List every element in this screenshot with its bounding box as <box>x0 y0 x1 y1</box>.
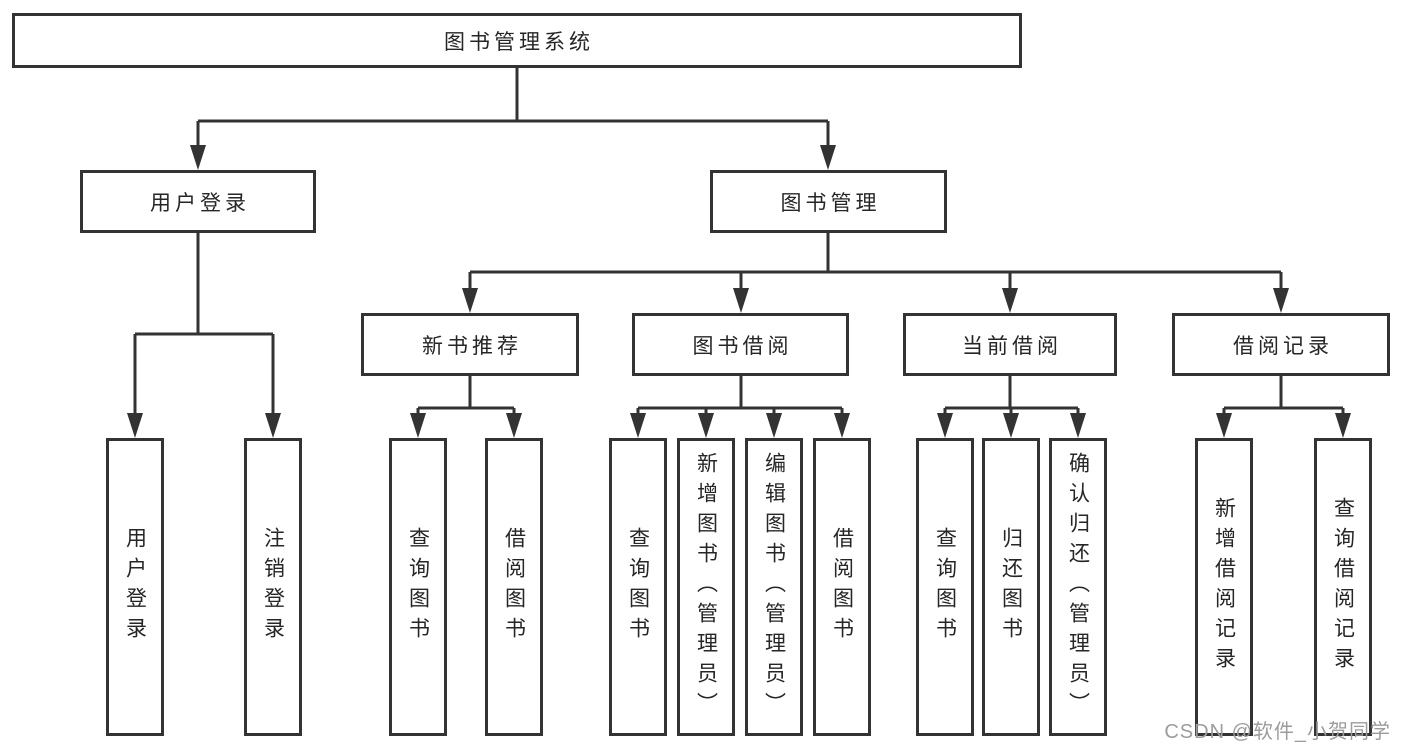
node-current-borrow-label: 当前借阅 <box>962 334 1062 358</box>
leaf-logout: 注销登录 <box>244 438 302 736</box>
leaf-query-books-borrow: 查询图书 <box>609 438 667 736</box>
node-borrow-records: 借阅记录 <box>1172 313 1390 376</box>
connector-book-borrow-branch <box>636 376 844 418</box>
leaf-user-login: 用户登录 <box>106 438 164 736</box>
node-book-borrow-label: 图书借阅 <box>692 334 793 358</box>
csdn-watermark: CSDN @软件_小贺同学 <box>1164 721 1391 743</box>
connector-new-book-recommend-branch <box>416 376 516 418</box>
node-user-login-label: 用户登录 <box>150 191 250 215</box>
leaf-query-books-borrow-label: 查询图书 <box>626 527 650 647</box>
leaf-edit-book-admin-label: 编辑图书（管理员） <box>762 452 786 722</box>
leaf-logout-label: 注销登录 <box>261 527 285 647</box>
node-library-system: 图书管理系统 <box>12 13 1022 68</box>
node-borrow-records-label: 借阅记录 <box>1233 334 1333 358</box>
node-new-book-recommend-label: 新书推荐 <box>422 334 522 358</box>
connector-borrow-records-branch <box>1222 376 1345 418</box>
leaf-query-books-recommend-label: 查询图书 <box>406 527 430 647</box>
leaf-edit-book-admin: 编辑图书（管理员） <box>745 438 803 736</box>
node-book-borrow: 图书借阅 <box>632 313 849 376</box>
leaf-query-books-recommend: 查询图书 <box>389 438 447 736</box>
leaf-query-borrow-record: 查询借阅记录 <box>1314 438 1372 736</box>
node-user-login: 用户登录 <box>80 170 316 233</box>
connector-user-login-branch <box>133 233 275 418</box>
connector-root-to-level2 <box>196 68 830 150</box>
leaf-borrow-books-recommend: 借阅图书 <box>485 438 543 736</box>
node-current-borrow: 当前借阅 <box>903 313 1117 376</box>
leaf-return-book-label: 归还图书 <box>999 527 1023 647</box>
leaf-confirm-return-admin-label: 确认归还（管理员） <box>1066 452 1090 722</box>
connector-book-management-branch <box>468 233 1283 293</box>
leaf-add-borrow-record: 新增借阅记录 <box>1195 438 1253 736</box>
node-library-system-label: 图书管理系统 <box>444 30 594 54</box>
connector-current-borrow-branch <box>943 376 1080 418</box>
node-book-management-label: 图书管理 <box>780 191 881 215</box>
leaf-query-books-current: 查询图书 <box>916 438 974 736</box>
leaf-borrow-books-recommend-label: 借阅图书 <box>502 527 526 647</box>
leaf-query-borrow-record-label: 查询借阅记录 <box>1331 497 1355 677</box>
leaf-borrow-books: 借阅图书 <box>813 438 871 736</box>
leaf-return-book: 归还图书 <box>982 438 1040 736</box>
leaf-add-book-admin-label: 新增图书（管理员） <box>694 452 718 722</box>
node-new-book-recommend: 新书推荐 <box>361 313 579 376</box>
leaf-borrow-books-label: 借阅图书 <box>830 527 854 647</box>
leaf-add-book-admin: 新增图书（管理员） <box>677 438 735 736</box>
leaf-confirm-return-admin: 确认归还（管理员） <box>1049 438 1107 736</box>
leaf-user-login-label: 用户登录 <box>123 527 147 647</box>
leaf-add-borrow-record-label: 新增借阅记录 <box>1212 497 1236 677</box>
leaf-query-books-current-label: 查询图书 <box>933 527 957 647</box>
node-book-management: 图书管理 <box>710 170 947 233</box>
